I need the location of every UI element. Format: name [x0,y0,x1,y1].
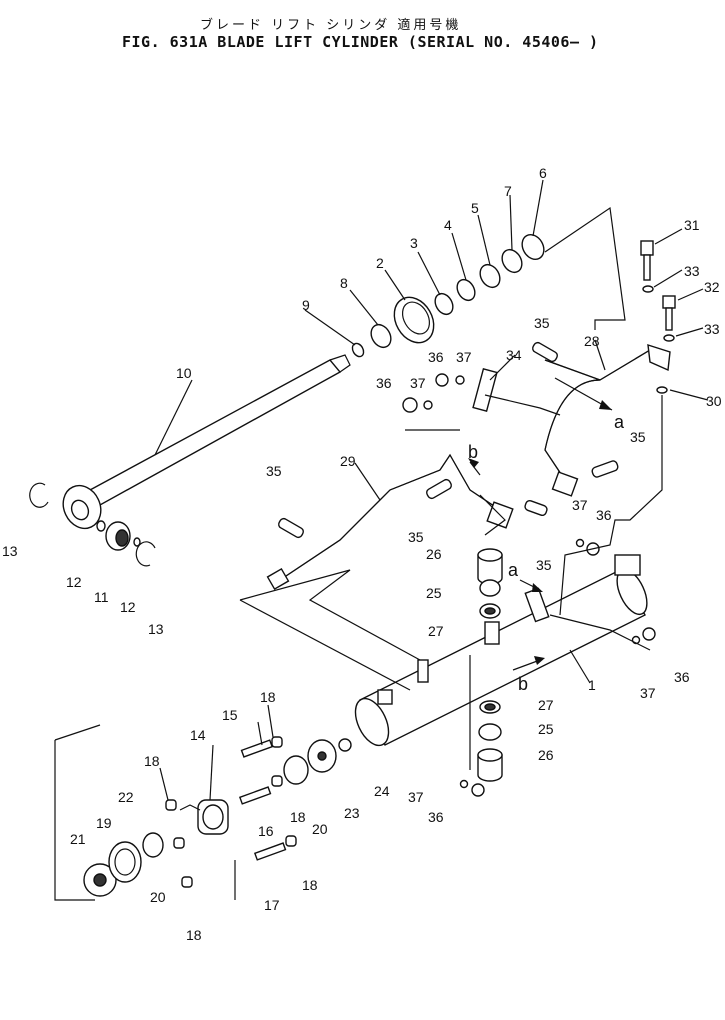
callout-21: 21 [70,831,86,847]
callout-7: 7 [504,183,512,199]
leader-lines [54,179,709,901]
ref-a-lower: a [508,560,519,580]
callout-37d: 37 [640,685,656,701]
callout-6: 6 [539,165,547,181]
callout-4: 4 [444,217,452,233]
callout-2: 2 [376,255,384,271]
bolts [640,240,676,394]
callout-37e: 37 [408,789,424,805]
title-japanese: ブレード リフト シリンダ 適用号機 [200,18,462,33]
callout-26b: 26 [538,747,554,763]
callout-13b: 13 [148,621,164,637]
callout-32: 32 [704,279,720,295]
callout-1: 1 [588,677,596,693]
callout-26a: 26 [426,546,442,562]
callout-labels: 1 2 3 4 5 6 7 8 9 10 11 12 12 13 13 14 1… [2,165,722,943]
callout-36a: 36 [428,349,444,365]
callout-31: 31 [684,217,700,233]
callout-34: 34 [506,347,522,363]
callout-24: 24 [374,783,390,799]
callout-25b: 25 [538,721,554,737]
callout-18b: 18 [144,753,160,769]
callout-35d: 35 [408,529,424,545]
callout-22: 22 [118,789,134,805]
hose-clamps [278,341,619,539]
piston-assembly [351,233,545,358]
ref-a-upper: a [614,412,625,432]
callout-5: 5 [471,200,479,216]
ref-b-upper: b [468,442,478,462]
callout-15: 15 [222,707,238,723]
callout-37c: 37 [572,497,588,513]
callout-29: 29 [340,453,356,469]
callout-18d: 18 [302,877,318,893]
callout-3: 3 [410,235,418,251]
callout-36c: 36 [596,507,612,523]
callout-12a: 12 [66,574,82,590]
callout-18e: 18 [186,927,202,943]
callout-18c: 18 [290,809,306,825]
callout-27a: 27 [428,623,444,639]
callout-8: 8 [340,275,348,291]
ref-b-lower: b [518,674,528,694]
callout-14: 14 [190,727,206,743]
piston-rod [62,354,351,530]
bushings [477,548,503,782]
callout-10: 10 [176,365,192,381]
callout-28: 28 [584,333,600,349]
callout-30: 30 [706,393,722,409]
callout-20b: 20 [312,821,328,837]
callout-12b: 12 [120,599,136,615]
callout-35e: 35 [536,557,552,573]
callout-36b: 36 [376,375,392,391]
callout-33a: 33 [684,263,700,279]
callout-25a: 25 [426,585,442,601]
callout-19: 19 [96,815,112,831]
callout-18a: 18 [260,689,276,705]
callout-37a: 37 [456,349,472,365]
callout-36d: 36 [674,669,690,685]
page-title: FIG. 631A BLADE LIFT CYLINDER (SERIAL NO… [122,33,599,51]
callout-36e: 36 [428,809,444,825]
callout-37b: 37 [410,375,426,391]
callout-35b: 35 [630,429,646,445]
callout-35a: 35 [534,315,550,331]
flow-arrows [468,377,613,671]
callout-23: 23 [344,805,360,821]
callout-33b: 33 [704,321,720,337]
callout-16: 16 [258,823,274,839]
callout-35c: 35 [266,463,282,479]
callout-9: 9 [302,297,310,313]
callout-13a: 13 [2,543,18,559]
rod-end-parts [29,482,156,567]
callout-17: 17 [264,897,280,913]
callout-11: 11 [94,589,109,605]
cushion-parts [83,736,352,897]
callout-20a: 20 [150,889,166,905]
cylinder-tube [354,554,648,747]
callout-27b: 27 [538,697,554,713]
